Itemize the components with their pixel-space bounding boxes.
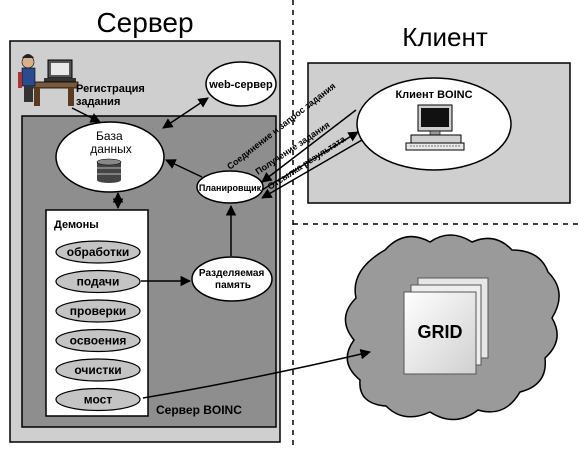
- server-title: Сервер: [96, 7, 193, 38]
- boinc-client-label: Клиент BOINC: [395, 89, 472, 101]
- database-cylinder-icon: [96, 158, 122, 183]
- web-server-node: [205, 61, 277, 107]
- arrow-connection-request: [261, 109, 357, 183]
- database-node: [55, 121, 165, 193]
- daemon-pill: [55, 299, 141, 323]
- grid-documents-icon: [403, 277, 489, 375]
- arrow-scheduler-to-database: [165, 159, 203, 178]
- scheduler-label: Планировщик: [199, 183, 262, 193]
- arrow-send-result: [261, 139, 363, 199]
- person-at-computer-icon: [18, 54, 79, 106]
- daemon-pill: [55, 358, 141, 382]
- daemon-pill: [55, 240, 141, 264]
- arrow-registration-to-database: [71, 107, 101, 123]
- daemon-label: подачи: [77, 275, 120, 289]
- daemons-title: Демоны: [54, 219, 99, 231]
- daemons-list: обработки подачи проверки освоения очистки мо…: [55, 240, 141, 412]
- shared-memory-label: Разделяемая память: [199, 268, 267, 291]
- daemon-pill: [55, 328, 141, 353]
- daemon-label: освоения: [70, 334, 127, 348]
- daemon-label: обработки: [67, 245, 129, 259]
- shared-memory-node: [191, 256, 273, 302]
- registration-label: Регистрация задания: [76, 83, 148, 108]
- daemon-pill: [55, 387, 141, 412]
- web-server-label: web-сервер: [208, 79, 273, 91]
- arrow-web-database: [162, 97, 209, 129]
- daemon-label: мост: [84, 393, 113, 407]
- arrow-get-task: [261, 131, 359, 191]
- daemon-pill: [55, 269, 141, 294]
- grid-label: GRID: [418, 322, 463, 342]
- arrow-bridge-to-grid: [142, 349, 372, 399]
- daemon-label: очистки: [74, 363, 121, 377]
- daemon-label: проверки: [70, 304, 127, 318]
- scheduler-node: [196, 170, 264, 204]
- database-label: База данных: [90, 129, 132, 156]
- computer-icon: [405, 104, 465, 151]
- boinc-server-label: Сервер BOINC: [156, 403, 242, 417]
- client-title: Клиент: [402, 22, 488, 52]
